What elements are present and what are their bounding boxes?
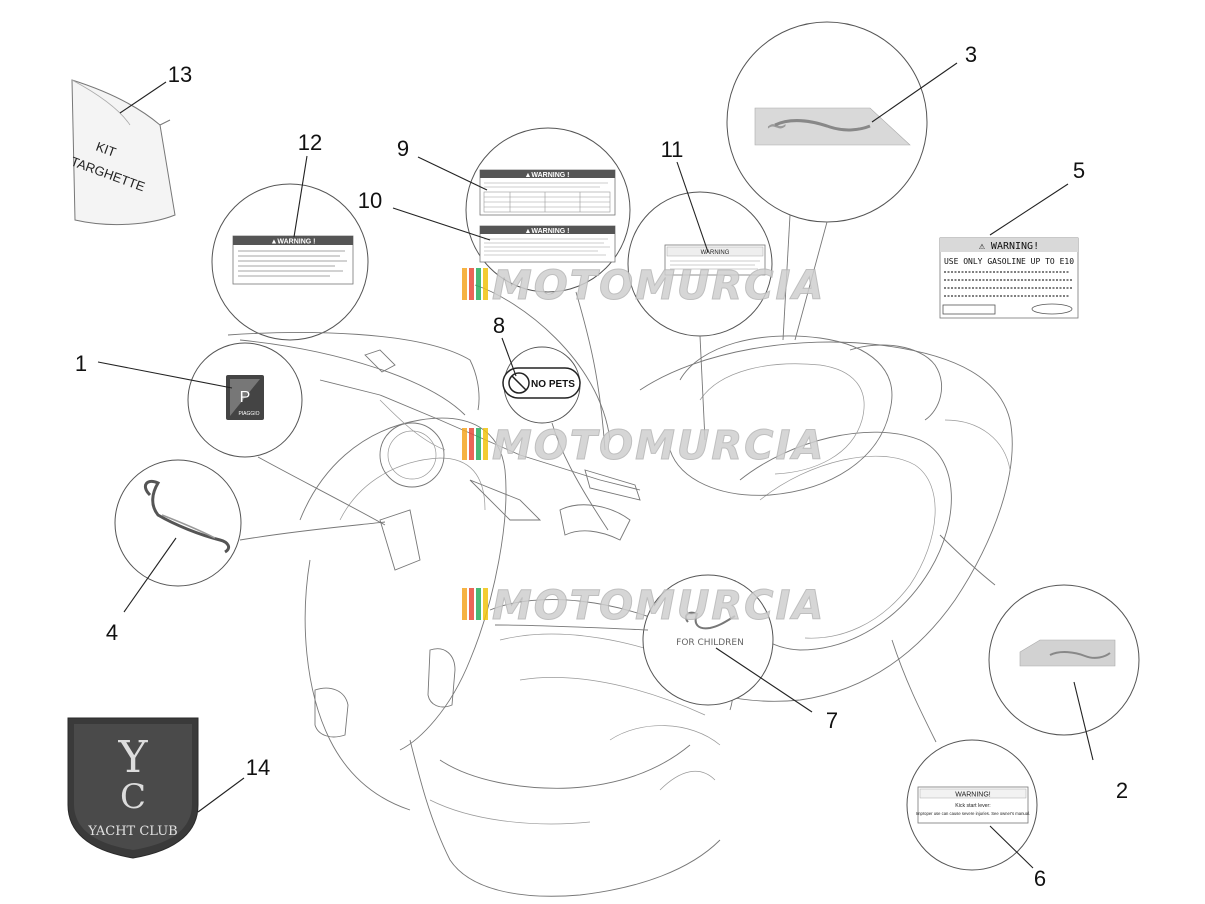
callout-9: 9 [397, 136, 409, 161]
vespa-script-emblem [144, 479, 231, 554]
leader-lines [97, 62, 1094, 869]
watermark-text-2: MOTOMURCIA [492, 423, 825, 469]
yacht-club-text: YACHT CLUB [87, 824, 177, 839]
yacht-club-badge: Y C YACHT CLUB [67, 717, 199, 859]
callout-1: 1 [75, 351, 87, 376]
warning-label-11: WARNING [664, 244, 766, 276]
inset-connectors [227, 214, 996, 743]
warning-10-title: ▲WARNING ! [524, 228, 569, 235]
callout-14: 14 [246, 755, 270, 780]
warning-12-title: ▲WARNING ! [270, 239, 315, 246]
warning-5-line1: USE ONLY GASOLINE UP TO E10 [944, 257, 1074, 266]
warning-label-5: ⚠ WARNING! USE ONLY GASOLINE UP TO E10 [939, 237, 1079, 319]
callout-5: 5 [1073, 158, 1085, 183]
for-children-text: FOR CHILDREN [676, 638, 744, 648]
vespa-sticker-3: ~ [754, 107, 911, 146]
callout-8: 8 [493, 313, 505, 338]
piaggio-letter: P [240, 389, 251, 406]
warning-label-12: ▲WARNING ! [232, 235, 354, 285]
watermark-text-1: MOTOMURCIA [492, 263, 825, 309]
warning-9-title: ▲WARNING ! [524, 172, 569, 179]
kit-targhette-bag: KIT TARGHETTE [69, 79, 176, 226]
no-pets-text: NO PETS [531, 379, 575, 390]
inset-circle-4 [114, 459, 242, 587]
kit-line1: KIT [94, 139, 118, 160]
watermark-text-3: MOTOMURCIA [492, 583, 825, 629]
callout-13: 13 [168, 62, 192, 87]
callout-2: 2 [1116, 778, 1128, 803]
no-pets-sticker: NO PETS [502, 367, 581, 399]
yacht-club-c: C [120, 777, 146, 817]
callout-4: 4 [106, 620, 118, 645]
callout-12: 12 [298, 130, 322, 155]
watermark-1: MOTOMURCIA [462, 263, 825, 310]
warning-label-6: WARNING! Kick start lever: Improper use … [916, 786, 1030, 824]
callout-labels: 1 2 3 4 5 6 7 8 9 10 11 12 13 14 [75, 42, 1128, 891]
warning-6-title: WARNING! [955, 792, 991, 799]
callout-6: 6 [1034, 866, 1046, 891]
piaggio-brand: PIAGGIO [238, 411, 259, 417]
piaggio-badge: P PIAGGIO [226, 375, 264, 420]
callout-11: 11 [661, 137, 684, 162]
yacht-club-y: Y [117, 732, 148, 783]
warning-label-9: ▲WARNING ! [479, 169, 616, 216]
watermark-3: MOTOMURCIA [462, 583, 825, 630]
callout-7: 7 [826, 708, 838, 733]
inset-circle-7 [642, 574, 774, 706]
callout-3: 3 [965, 42, 977, 67]
warning-6-line1: Kick start lever: [955, 803, 990, 809]
warning-label-10: ▲WARNING ! [479, 225, 616, 263]
for-children-sticker: FOR CHILDREN [676, 611, 744, 648]
watermark-2: MOTOMURCIA [462, 423, 825, 470]
primavera-sticker [1019, 639, 1116, 667]
warning-6-line2: Improper use can cause severe injuries. … [916, 811, 1030, 816]
warning-11-title: WARNING [701, 250, 730, 256]
warning-5-title: ⚠ WARNING! [979, 241, 1039, 252]
callout-10: 10 [358, 188, 382, 213]
